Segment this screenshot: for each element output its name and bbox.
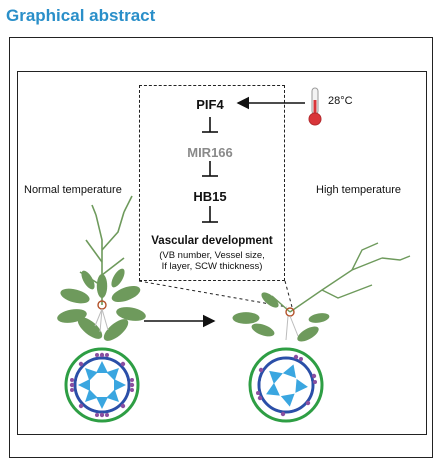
inhibition-symbols	[202, 117, 218, 223]
normal-stem-cross-section	[64, 347, 140, 423]
thermometer-icon	[308, 87, 322, 126]
graphical-abstract-heading: Graphical abstract	[6, 6, 156, 25]
vascular-development-label: Vascular development	[151, 235, 273, 247]
high-temp-stem-cross-section	[248, 347, 324, 423]
mir166-label: MIR166	[187, 145, 233, 160]
pif4-label: PIF4	[196, 97, 224, 112]
temperature-label: 28°C	[328, 95, 353, 107]
normal-temperature-plant	[56, 195, 147, 345]
hb15-label: HB15	[193, 189, 227, 204]
figure-panel	[17, 71, 427, 435]
zoom-lines	[138, 280, 293, 308]
high-temperature-label: High temperature	[316, 184, 401, 196]
pathway-dashed-box	[139, 85, 285, 281]
outer-frame	[9, 37, 433, 458]
vascular-detail-line-2: If layer, SCW thickness)	[161, 261, 263, 272]
vascular-detail-line-1: (VB number, Vessel size,	[159, 250, 265, 261]
normal-temperature-label: Normal temperature	[24, 184, 122, 196]
high-temperature-plant	[232, 242, 411, 345]
